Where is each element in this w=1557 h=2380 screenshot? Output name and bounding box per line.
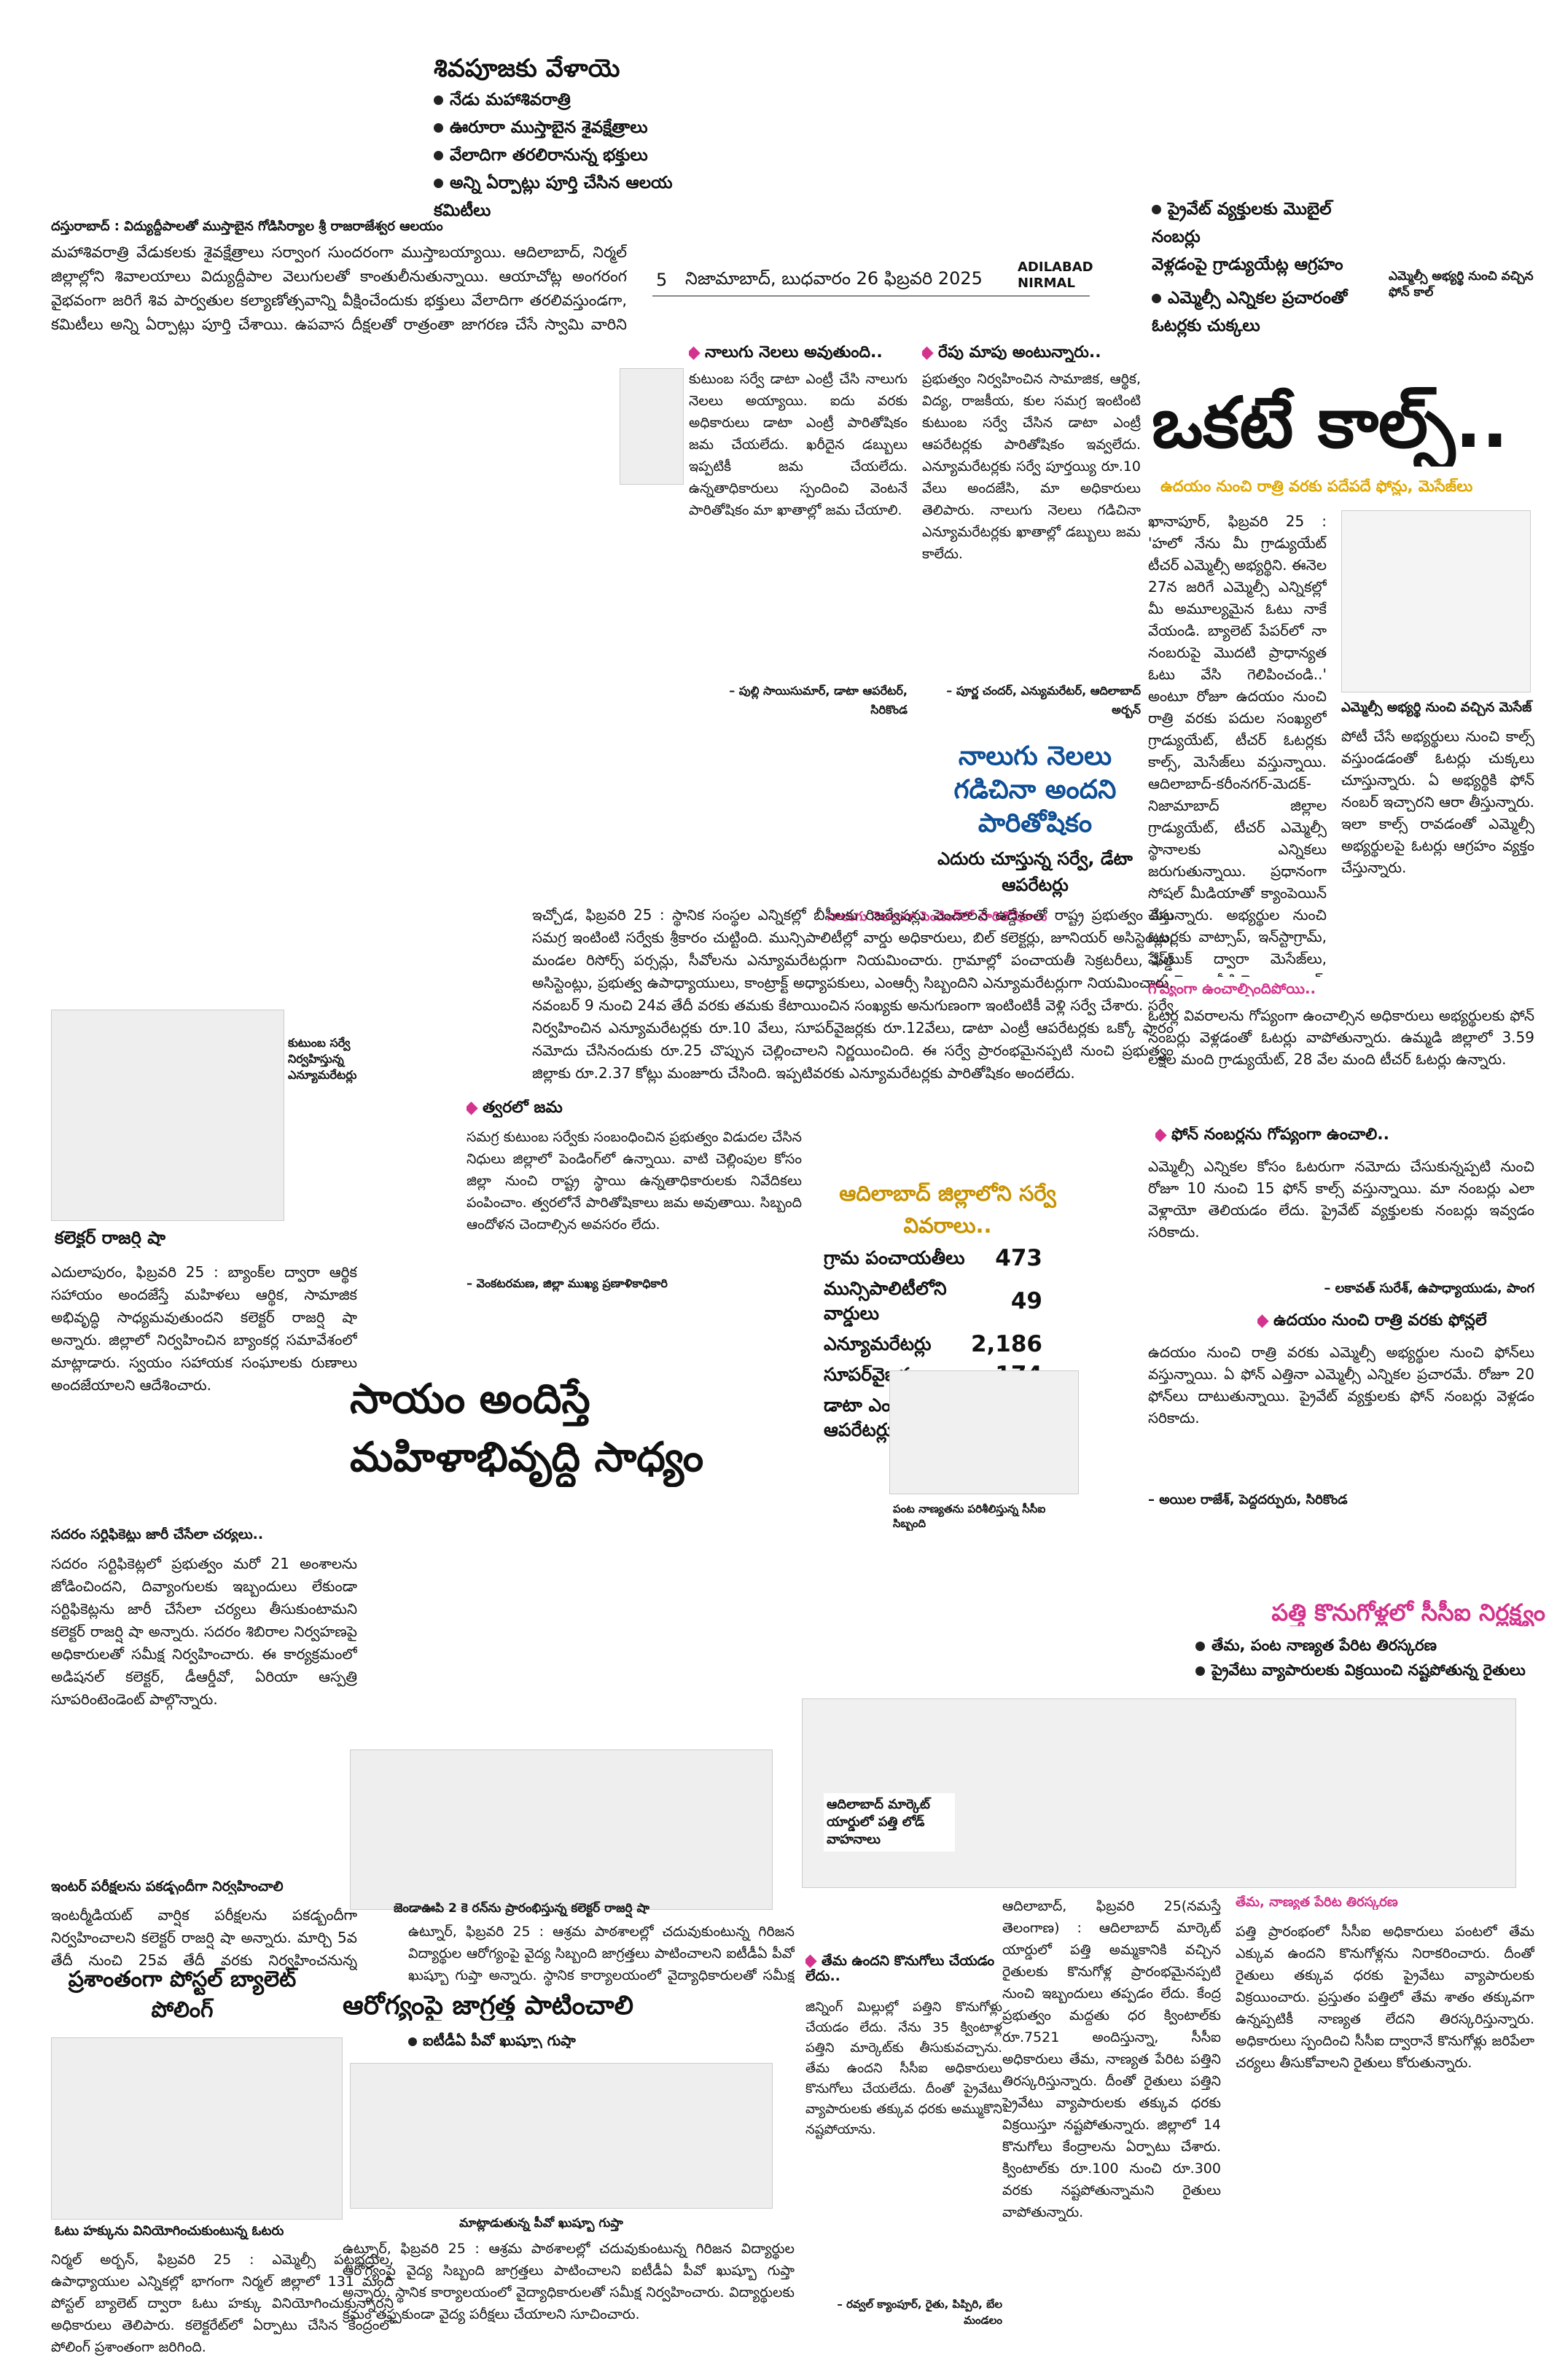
bullet-dot-icon bbox=[1195, 1666, 1205, 1676]
diamond-bullet-icon bbox=[689, 346, 701, 360]
calls-quote2: ఉదయం నుంచి రాత్రి వరకు ఎమ్మెల్సీ అభ్యర్థ… bbox=[1148, 1343, 1534, 1427]
diamond-bullet-icon bbox=[922, 346, 934, 360]
bullet: అన్ని ఏర్పాట్లు పూర్తి చేసిన ఆలయ కమిటీలు bbox=[434, 173, 673, 220]
collector-sub2: ఇంటర్ పరీక్షలను పకడ్బందీగా నిర్వహించాలి bbox=[51, 1879, 284, 1895]
cotton-body: ఆదిలాబాద్, ఫిబ్రవరి 25(నమస్తే తెలంగాణ) :… bbox=[1002, 1898, 1221, 2220]
masthead-rule bbox=[652, 295, 1090, 297]
phone-screenshot-image bbox=[1341, 510, 1531, 692]
table-row: గ్రామ పంచాయతీలు473 bbox=[824, 1245, 1042, 1271]
cotton-bullets: తేమ, పంట నాణ్యత పేరిట తిరస్కరణ ప్రైవేటు … bbox=[1195, 1633, 1545, 1682]
po-photo bbox=[350, 2063, 773, 2209]
collector-headline: సాయం అందిస్తే మహిళాభివృద్ధి సాధ్యం bbox=[350, 1376, 704, 1481]
cotton-body2: పత్తి ప్రారంభంలో సీసీఐ అధికారులు పంటలో త… bbox=[1236, 1924, 1534, 2071]
calls-message-caption: ఎమ్మెల్సీ అభ్యర్థి నుంచి వచ్చిన మెసేజ్ bbox=[1341, 700, 1532, 715]
survey-stats-title: ఆదిలాబాద్ జిల్లాలోని సర్వే వివరాలు.. bbox=[839, 1181, 1056, 1238]
survey-tag2: రేపు మాపు అంటున్నారు.. bbox=[922, 344, 1141, 362]
bullet: వేలాదిగా తరలిరానున్న భక్తులు bbox=[434, 141, 682, 169]
run-photo-caption: జెండాఊపి 2 కె రన్‌ను ప్రారంభిస్తున్న కలె… bbox=[394, 1901, 650, 1916]
bullet: ఎమ్మెల్సీ ఎన్నికల ప్రచారంతో ఓటర్లకు చుక్… bbox=[1152, 289, 1348, 335]
calls-sub2: గోప్యంగా ఉంచాల్సిందిపోయి.. bbox=[1148, 980, 1316, 997]
survey-official: సమగ్ర కుటుంబ సర్వేకు సంబంధించిన ప్రభుత్వ… bbox=[467, 1129, 802, 1233]
bullet-dot-icon bbox=[434, 179, 443, 188]
survey-col1-credit: – పుల్లి సాయిసుమార్, డాటా ఆపరేటర్, సిరిక… bbox=[729, 684, 908, 717]
po-photo-caption: మాట్లాడుతున్న పీవో ఖుష్బూ గుప్తా bbox=[459, 2216, 623, 2231]
survey-body: ఇచ్చోడ, ఫిబ్రవరి 25 : స్థానిక సంస్థల ఎన్… bbox=[532, 906, 1174, 1082]
calls-body2: పోటీ చేసే అభ్యర్థులు నుంచి కాల్స్ వస్తుం… bbox=[1341, 727, 1534, 876]
enumerator-photo-caption: కుటుంబ సర్వే నిర్వహిస్తున్న ఎన్యూమరేటర్ల… bbox=[288, 1036, 357, 1082]
bullet: ఊరూరా ముస్తాబైన శైవక్షేత్రాలు bbox=[434, 114, 682, 141]
calls-sub4: ఉదయం నుంచి రాత్రి వరకు ఫోన్లలే bbox=[1257, 1312, 1534, 1330]
bullet-dot-icon bbox=[1152, 205, 1161, 214]
health-subhead: ఐటీడీఏ పీవో ఖుష్బూ గుప్తా bbox=[408, 2032, 700, 2048]
postal-body: నిర్మల్ అర్బన్, ఫిబ్రవరి 25 : ఎమ్మెల్సీ … bbox=[51, 2252, 394, 2355]
bullet: వెళ్లడంపై గ్రాడ్యుయేట్ల ఆగ్రహం bbox=[1152, 255, 1343, 274]
survey-tag3: త్వరలో జమ bbox=[467, 1099, 685, 1117]
diamond-bullet-icon bbox=[805, 1954, 817, 1968]
diamond-bullet-icon bbox=[1257, 1314, 1269, 1328]
calls-sub3: ఫోన్ నంబర్లను గోప్యంగా ఉంచాలి.. bbox=[1155, 1126, 1520, 1144]
survey-official-credit: – వెంకటరమణ, జిల్లా ముఖ్య ప్రణాళికాధికారి bbox=[467, 1276, 668, 1290]
shivaratri-bullets: నేడు మహాశివరాత్రి ఊరూరా ముస్తాబైన శైవక్ష… bbox=[434, 86, 682, 225]
table-row: ఎన్యూమరేటర్లు2,186 bbox=[824, 1331, 1042, 1357]
calls-headline: ఒకటే కాల్స్.. bbox=[1152, 382, 1509, 464]
edition: ADILABAD NIRMAL bbox=[1018, 260, 1093, 291]
run-photo bbox=[350, 1749, 773, 1910]
health-body: ఉట్నూర్, ఫిబ్రవరి 25 : ఆశ్రమ పాఠశాలల్లో … bbox=[343, 2241, 795, 2322]
collector-sub1: సదరం సర్టిఫికెట్లు జారీ చేసేలా చర్యలు.. bbox=[51, 1527, 264, 1542]
survey-subhead: ఎదురు చూస్తున్న సర్వే, డేటా ఆపరేటర్లు bbox=[937, 848, 1133, 895]
calls-quote1-credit: – లకావత్ సురేశ్, ఉపాధ్యాయుడు, పాంగ bbox=[1324, 1281, 1534, 1296]
shivaratri-title: శివపూజకు వేళాయె bbox=[434, 55, 620, 83]
calls-quote2-credit: – అయిల రాజేశ్, పెద్దదర్పురు, సిరికొండ bbox=[1148, 1492, 1348, 1507]
survey-headline: నాలుగు నెలలు గడిచినా అందని పారితోషికం bbox=[953, 741, 1117, 838]
survey-tag1: నాలుగు నెలలు అవుతుంది.. bbox=[689, 344, 915, 362]
bullet-dot-icon bbox=[434, 151, 443, 160]
calls-subhead: ఉదయం నుంచి రాత్రి వరకు పదేపదే ఫోన్లు, మె… bbox=[1160, 478, 1473, 495]
dateline: నిజామాబాద్, బుధవారం 26 ఫిబ్రవరి 2025 bbox=[685, 268, 983, 289]
collector-body: ఎదులాపురం, ఫిబ్రవరి 25 : బ్యాంక్‌ల ద్వార… bbox=[51, 1263, 357, 1394]
shivaratri-photo-caption: దస్తురాబాద్ : విద్యుద్దీపాలతో ముస్తాబైన … bbox=[51, 219, 443, 234]
bullet: తేమ, పంట నాణ్యత పేరిట తిరస్కరణ bbox=[1195, 1633, 1545, 1658]
cci-staff-caption: పంట నాణ్యతను పరిశీలిస్తున్న సీసీఐ సిబ్బం… bbox=[893, 1502, 1046, 1530]
survey-col1: కుటుంబ సర్వే డాటా ఎంట్రీ చేసి నాలుగు నెల… bbox=[689, 371, 908, 518]
calls-photo-caption: ఎమ్మెల్సీ అభ్యర్థి నుంచి వచ్చిన ఫోన్ కాల… bbox=[1389, 269, 1534, 300]
cotton-photo-caption: ఆదిలాబాద్ మార్కెట్ యార్డులో పత్తి లోడ్ వ… bbox=[824, 1793, 955, 1852]
bullet: ప్రైవేటు వ్యాపారులకు విక్రయించి నష్టపోతు… bbox=[1195, 1658, 1545, 1682]
bullet-dot-icon bbox=[434, 123, 443, 133]
shivaratri-body: మహాశివరాత్రి వేడుకలకు శైవక్షేత్రాలు సర్వ… bbox=[51, 243, 627, 333]
cotton-quote: జిన్నింగ్ మిల్లుల్లో పత్తిని కొనుగోళ్లు … bbox=[805, 1999, 1002, 2137]
enumerator-photo bbox=[620, 368, 684, 485]
bullet: ప్రైవేట్ వ్యక్తులకు మొబైల్ నంబర్లు bbox=[1152, 200, 1332, 246]
survey-col2: ప్రభుత్వం నిర్వహించిన సామాజిక, ఆర్థిక, వ… bbox=[922, 371, 1141, 562]
postal-photo bbox=[51, 2037, 343, 2220]
bullet-dot-icon bbox=[1195, 1641, 1205, 1651]
postal-headline: ప్రశాంతంగా పోస్టల్ బ్యాలెట్ పోలింగ్ bbox=[68, 1967, 297, 2023]
health-intro: ఉట్నూర్, ఫిబ్రవరి 25 : ఆశ్రమ పాఠశాలల్లో … bbox=[408, 1924, 795, 1983]
survey-strap: నాలుగు నెలలుగా పెండింగ్‌లో పారితోషికాలు bbox=[827, 910, 1047, 924]
calls-body3: ఓటర్ల వివరాలను గోప్యంగా ఉంచాల్సిన అధికార… bbox=[1148, 1007, 1534, 1068]
calls-bullets: ప్రైవేట్ వ్యక్తులకు మొబైల్ నంబర్లు వెళ్ల… bbox=[1152, 195, 1370, 340]
page-number: 5 bbox=[656, 270, 668, 290]
collector-photo bbox=[51, 1010, 284, 1221]
collector-caption: కలెక్టర్ రాజర్షి షా bbox=[55, 1228, 166, 1248]
calls-body: ఖానాపూర్, ఫిబ్రవరి 25 : 'హలో నేను మీ గ్ర… bbox=[1148, 512, 1327, 977]
cotton-headline: పత్తి కొనుగోళ్లలో సీసీఐ నిర్లక్ష్యం bbox=[1271, 1600, 1545, 1626]
bullet-dot-icon bbox=[1152, 294, 1161, 303]
cci-staff-photo bbox=[889, 1370, 1079, 1494]
cotton-strap: తేమ, నాణ్యత పేరిట తిరస్కరణ bbox=[1236, 1895, 1398, 1910]
bullet: నేడు మహాశివరాత్రి bbox=[434, 86, 682, 114]
collector-body3: ఇంటర్మీడియట్ వార్షిక పరీక్షలను పకడ్బందీగ… bbox=[51, 1906, 357, 1969]
postal-caption: ఓటు హక్కును వినియోగించుకుంటున్న ఓటరు bbox=[55, 2223, 284, 2239]
bullet-dot-icon bbox=[434, 95, 443, 105]
bullet-dot-icon bbox=[408, 2037, 417, 2046]
survey-col2-credit: – పూర్ణ చందర్, ఎన్యుమరేటర్, ఆదిలాబాద్ అర… bbox=[946, 684, 1141, 717]
diamond-bullet-icon bbox=[467, 1101, 478, 1115]
calls-quote1: ఎమ్మెల్సీ ఎన్నికల కోసం ఓటరుగా నమోదు చేసు… bbox=[1148, 1158, 1534, 1241]
table-row: మున్సిపాలిటీలోని వార్డులు49 bbox=[824, 1278, 1042, 1324]
health-headline: ఆరోగ్యంపై జాగ్రత్త పాటించాలి bbox=[343, 1991, 633, 2021]
cotton-quote-credit: – రవ్వల్ క్యాంపూర్, రైతు, పిప్పిరి, బేల … bbox=[837, 2298, 1002, 2327]
cotton-tag: తేమ ఉందని కొనుగోలు చేయడం లేదు.. bbox=[805, 1954, 1010, 1985]
collector-body2: సదరం సర్టిఫికెట్లలో ప్రభుత్వం మరో 21 అంశ… bbox=[51, 1555, 357, 1708]
